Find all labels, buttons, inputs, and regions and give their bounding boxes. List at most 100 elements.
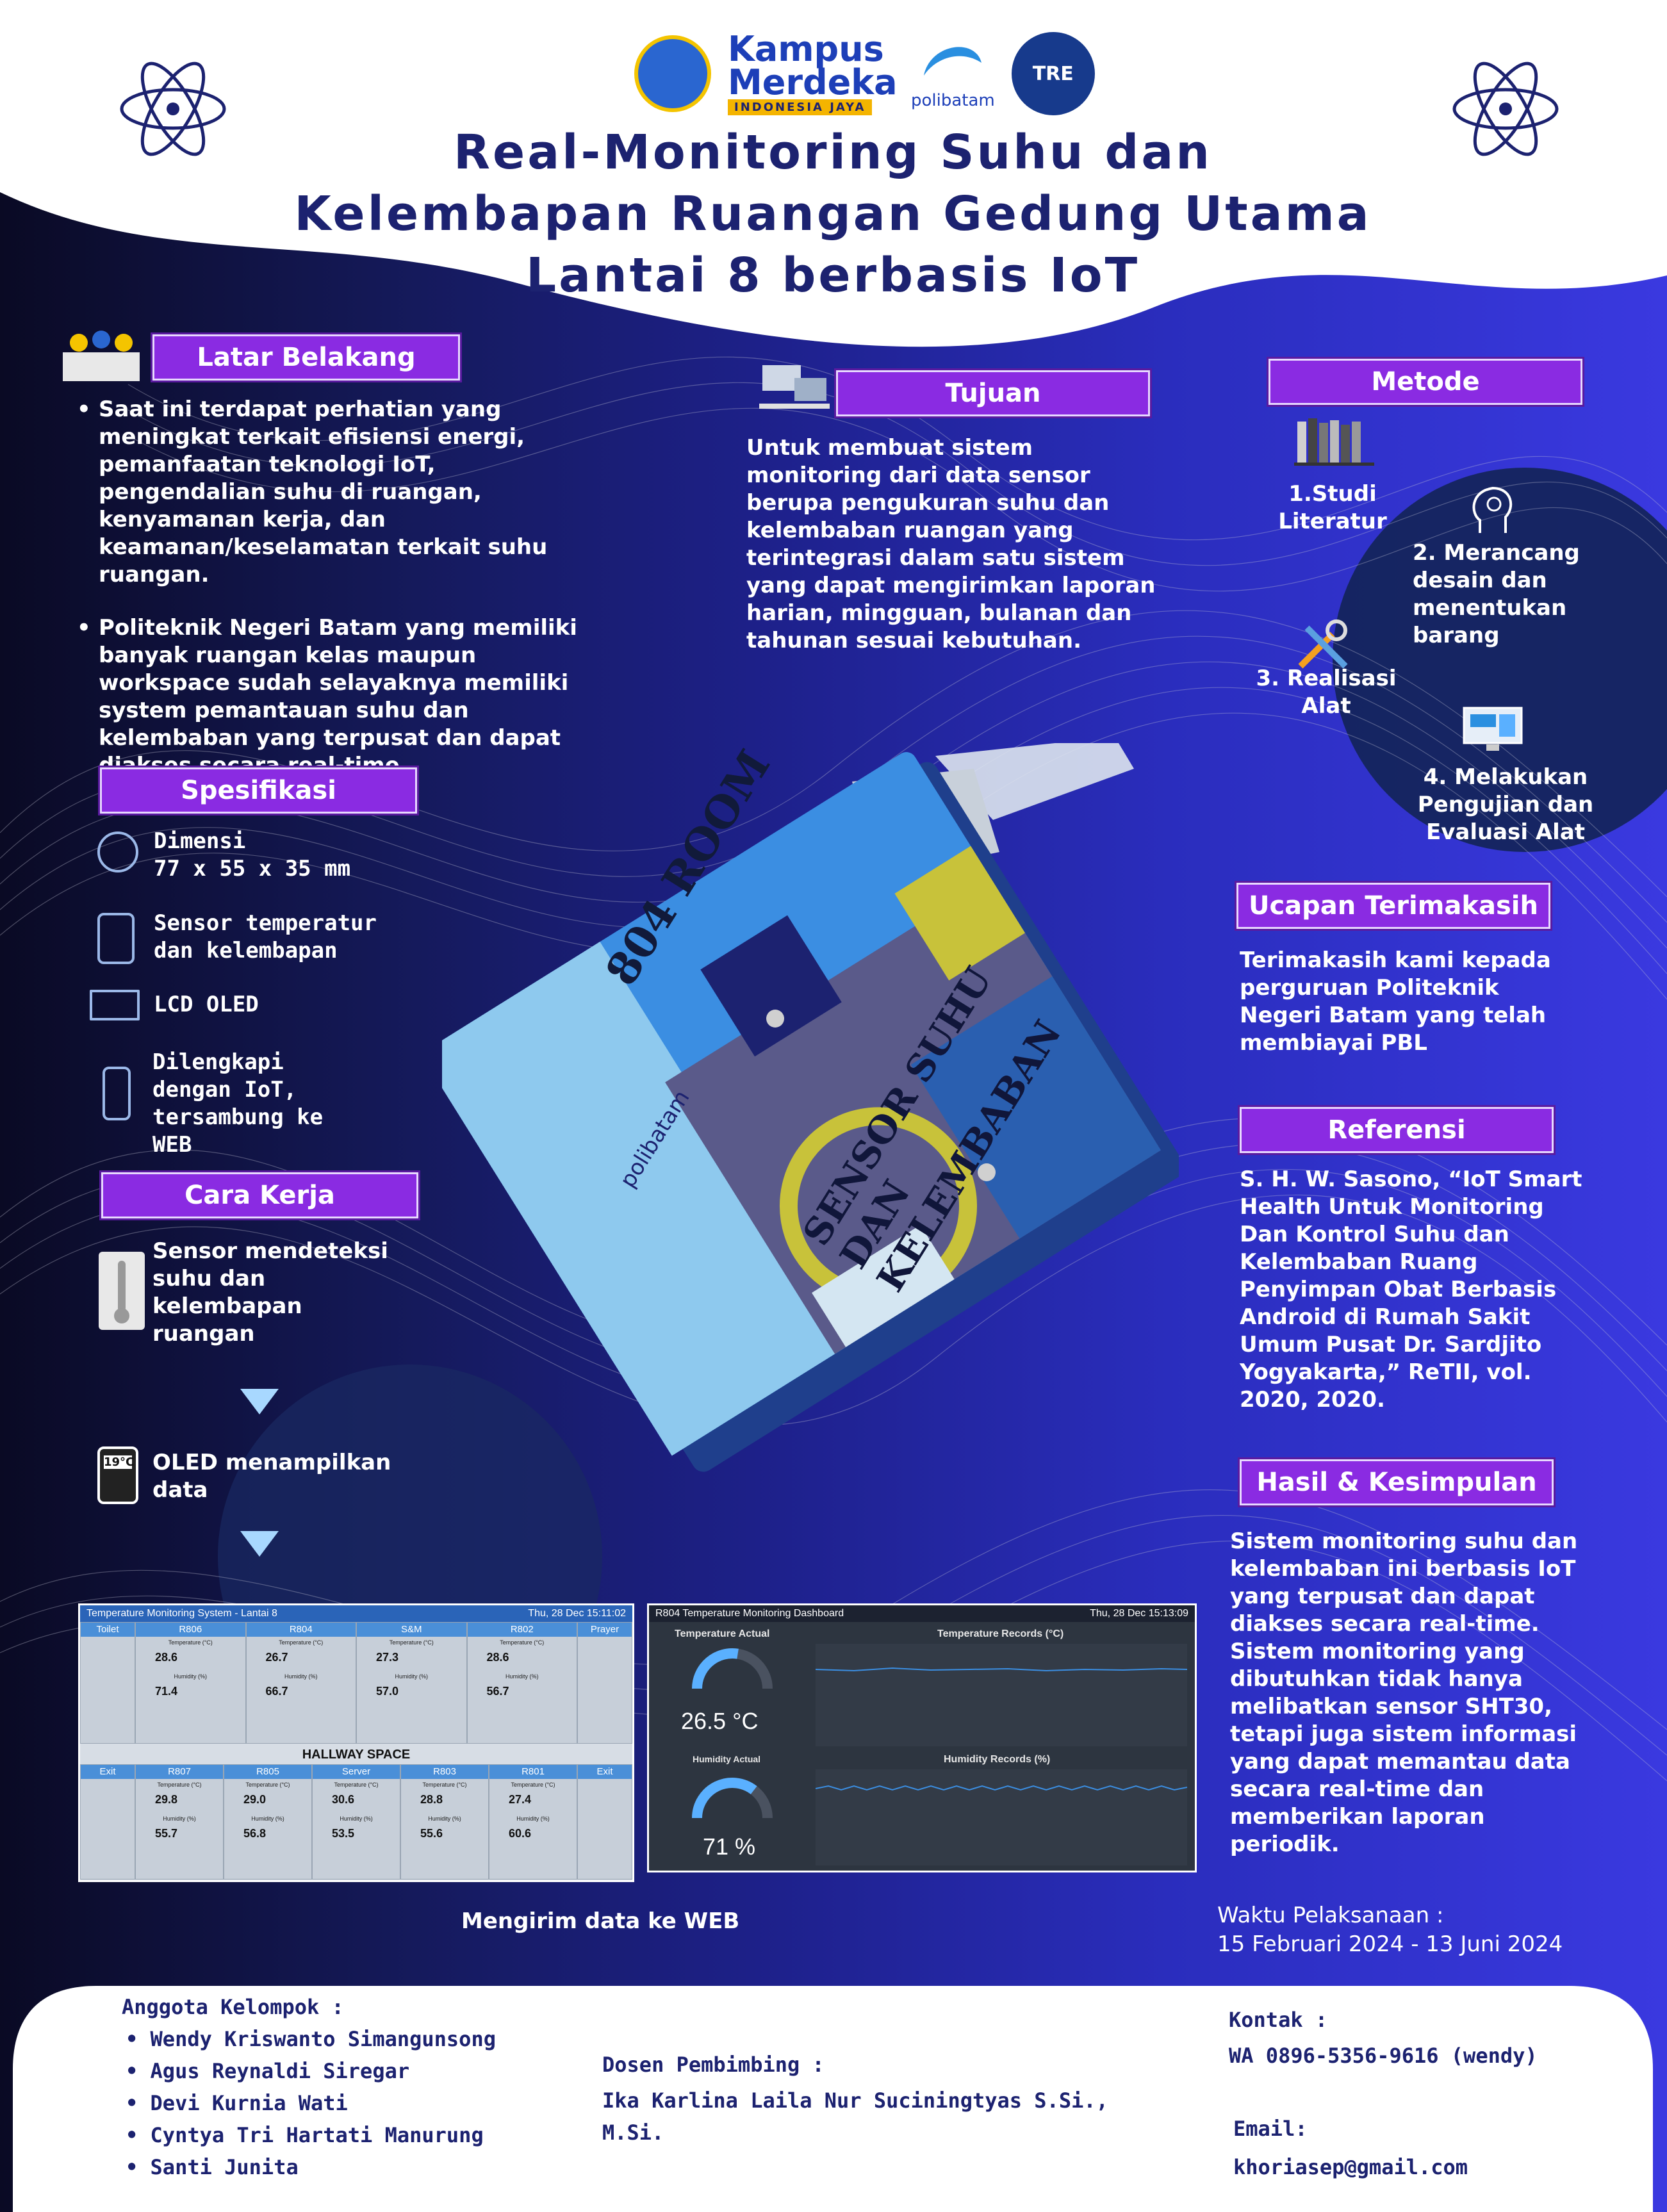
metode-step-2: 2. Merancang desain dan menentukan baran…: [1413, 540, 1580, 648]
hum-records-label: Humidity Records (%): [944, 1754, 1051, 1765]
kampus-merdeka-tagline: INDONESIA JAYA: [728, 99, 873, 115]
room-name: R807: [136, 1765, 223, 1779]
monitoring-desk-icon: [759, 365, 830, 409]
idea-head-icon: [1472, 486, 1513, 533]
temp-records-chart: [816, 1644, 1187, 1746]
room-hum-value: 56.8: [243, 1827, 267, 1840]
metode-step-3: 3. Realisasi Alat: [1256, 666, 1397, 719]
floor-side-label: Toilet: [81, 1623, 135, 1637]
label-hasil: Hasil & Kesimpulan: [1240, 1459, 1554, 1505]
title-line-3: Lantai 8 berbasis IoT: [525, 248, 1140, 303]
anggota-name: Wendy Kriswanto Simangunsong: [150, 2027, 496, 2051]
hum-actual-label: Humidity Actual: [693, 1754, 761, 1764]
label-latar-belakang: Latar Belakang: [152, 334, 460, 381]
dashboard-title: R804 Temperature Monitoring Dashboard: [655, 1608, 844, 1619]
latar-belakang-bullet-1: Saat ini terdapat perhatian yang meningk…: [77, 396, 602, 589]
floor-side-area: Prayer: [577, 1622, 632, 1744]
anggota-list: • Wendy Kriswanto Simangunsong • Agus Re…: [126, 2023, 634, 2183]
anggota-item: • Cyntya Tri Hartati Manurung: [126, 2123, 484, 2147]
floor-side-label: Exit: [81, 1765, 135, 1779]
latar-belakang-bullet-2: Politeknik Negeri Batam yang memiliki ba…: [77, 614, 602, 780]
anggota-label: Anggota Kelompok :: [122, 1995, 344, 2019]
room-dashboard-screenshot: R804 Temperature Monitoring Dashboard Th…: [647, 1603, 1197, 1872]
room-name: R804: [246, 1623, 356, 1637]
dosen-label: Dosen Pembimbing :: [602, 2052, 825, 2077]
floor-monitoring-screenshot: Temperature Monitoring System - Lantai 8…: [78, 1603, 634, 1882]
temp-label: Temperature (°C): [389, 1639, 434, 1646]
oled-display-icon-text: 19°C: [104, 1455, 135, 1469]
room-hum-value: 56.7: [486, 1685, 509, 1698]
footer-white-panel: [13, 1986, 1653, 2212]
hum-label: Humidity (%): [340, 1815, 373, 1822]
arrow-down-icon-1: [240, 1389, 279, 1414]
room-temp-value: 28.6: [486, 1651, 509, 1664]
room-hum-value: 71.4: [155, 1685, 178, 1698]
dosen-name: Ika Karlina Laila Nur Suciningtyas S.Si.…: [602, 2088, 1108, 2145]
room-name: R805: [224, 1765, 311, 1779]
web-caption: Mengirim data ke WEB: [461, 1908, 740, 1934]
metode-step-4: 4. Melakukan Pengujian dan Evaluasi Alat: [1417, 764, 1594, 845]
temp-label: Temperature (°C): [245, 1782, 290, 1788]
dashboard-datetime: Thu, 28 Dec 15:13:09: [1090, 1608, 1188, 1619]
email-value: khoriasep@gmail.com: [1233, 2155, 1468, 2179]
room-hum-value: 55.6: [420, 1827, 443, 1840]
floor-screen-title: Temperature Monitoring System - Lantai 8: [86, 1608, 277, 1619]
polibatam-swirl-icon: [924, 47, 982, 76]
temp-label: Temperature (°C): [168, 1639, 213, 1646]
team-meeting-icon: [63, 331, 140, 381]
hum-gauge: [692, 1778, 773, 1819]
kampus-merdeka-text: Kampus Merdeka: [728, 28, 898, 102]
room-temp-value: 29.0: [243, 1793, 267, 1806]
sensor-icon: [97, 913, 135, 964]
hum-label: Humidity (%): [284, 1673, 318, 1680]
room-temp-value: 28.6: [155, 1651, 178, 1664]
room-hum-value: 53.5: [332, 1827, 355, 1840]
ucapan-text: Terimakasih kami kepada perguruan Polite…: [1240, 947, 1551, 1056]
kontak-value: WA 0896-5356-9616 (wendy): [1229, 2044, 1538, 2068]
gauge-fill: [692, 1648, 739, 1689]
room-hum-value: 55.7: [155, 1827, 178, 1840]
label-referensi: Referensi: [1240, 1107, 1554, 1153]
floor-screen-datetime: Thu, 28 Dec 15:11:02: [528, 1608, 626, 1619]
polibatam-text: polibatam: [911, 91, 995, 110]
kontak-label: Kontak :: [1229, 2008, 1328, 2032]
hum-label: Humidity (%): [516, 1815, 550, 1822]
hum-label: Humidity (%): [174, 1673, 207, 1680]
room-name: R801: [489, 1765, 577, 1779]
waktu-label: Waktu Pelaksanaan :: [1217, 1903, 1444, 1928]
anggota-item: • Santi Junita: [126, 2155, 299, 2179]
oled-icon: [90, 990, 140, 1020]
hum-records-line: [816, 1785, 1187, 1791]
room-name: S&M: [357, 1623, 466, 1637]
room-temp-value: 26.7: [265, 1651, 288, 1664]
dashboard-titlebar: R804 Temperature Monitoring Dashboard Th…: [649, 1605, 1195, 1622]
email-section: Email: khoriasep@gmail.com: [1233, 2113, 1618, 2183]
tre-logo: TRE: [1011, 32, 1095, 115]
floor-side-area: Exit: [577, 1764, 632, 1880]
label-metode: Metode: [1269, 359, 1582, 405]
title-line-2: Kelembapan Ruangan Gedung Utama: [294, 186, 1372, 242]
tools-icon: [1298, 619, 1348, 669]
hum-label: Humidity (%): [505, 1673, 539, 1680]
hum-records-chart: [816, 1769, 1187, 1865]
temp-actual-label: Temperature Actual: [675, 1628, 770, 1639]
gauge-fill: [692, 1778, 757, 1819]
room-name: Server: [313, 1765, 400, 1779]
dosen-section: Dosen Pembimbing : Ika Karlina Laila Nur…: [602, 2049, 1179, 2149]
room-temp-value: 28.8: [420, 1793, 443, 1806]
floor-screen-titlebar: Temperature Monitoring System - Lantai 8…: [80, 1605, 632, 1622]
anggota-name: Cyntya Tri Hartati Manurung: [150, 2123, 484, 2147]
spec-dimensi: Dimensi 77 x 55 x 35 mm: [154, 828, 351, 881]
label-ucapan: Ucapan Terimakasih: [1236, 883, 1550, 929]
temp-label: Temperature (°C): [500, 1639, 545, 1646]
